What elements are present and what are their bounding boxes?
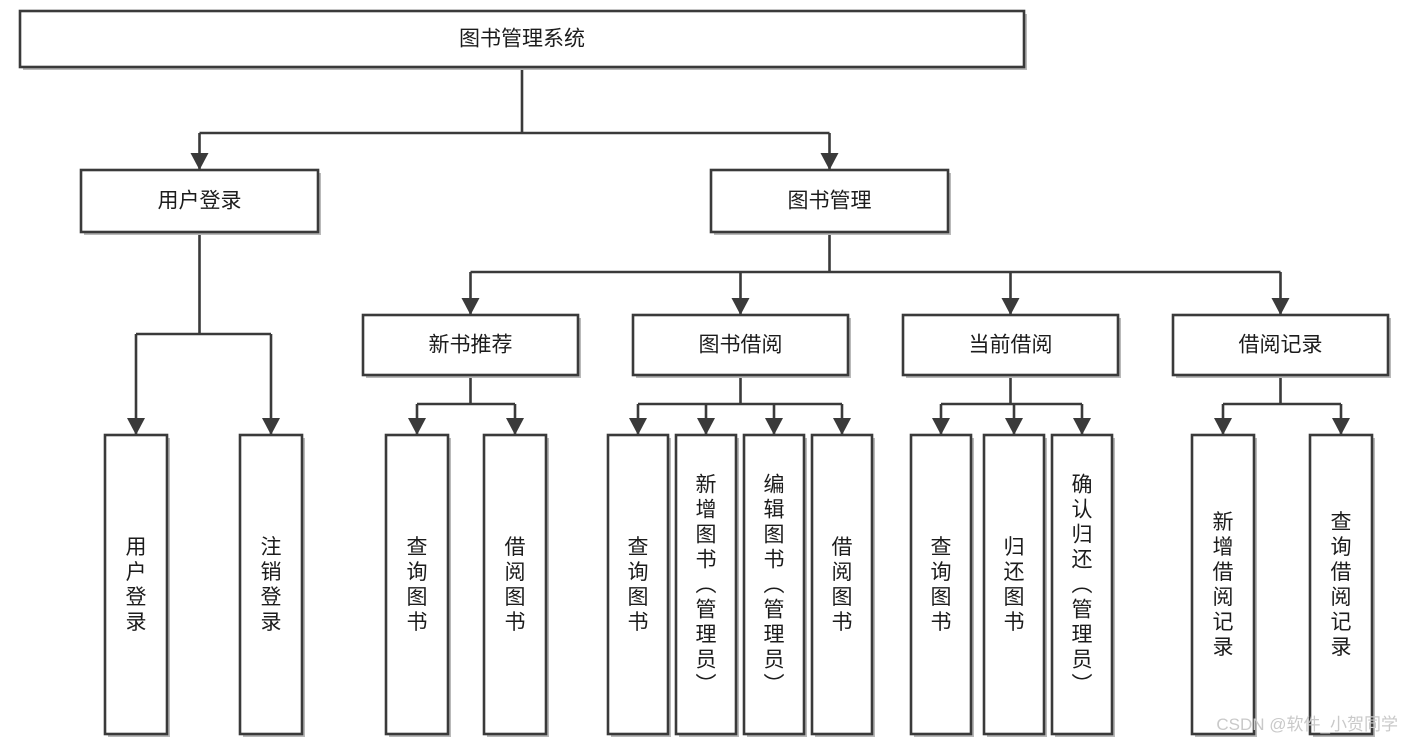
node-box [1308,433,1374,736]
node-cb-query-book[interactable]: 查询图书 [909,433,974,737]
arrow-head-icon [820,153,839,170]
arrow-head-icon [932,418,950,435]
node-book-borrow[interactable]: 图书借阅 [631,313,851,378]
arrow-head-icon [1005,418,1023,435]
node-label: 新书推荐 [429,334,513,357]
arrow-head-icon [127,418,145,435]
node-bb-borrow-book[interactable]: 借阅图书 [810,433,875,737]
arrow-head-icon [731,298,750,315]
arrow-head-icon [1271,298,1290,315]
node-layer: 图书管理系统用户登录用户登录注销登录图书管理新书推荐查询图书借阅图书图书借阅查询… [18,9,1391,737]
node-borrow-record[interactable]: 借阅记录 [1171,313,1391,378]
node-label: 图书借阅 [699,334,783,357]
node-box [631,313,850,377]
node-br-add-record[interactable]: 新增借阅记录 [1190,433,1257,737]
node-box [674,433,738,736]
node-box [361,313,580,377]
node-nbr-borrow-book[interactable]: 借阅图书 [482,433,549,737]
arrow-head-icon [697,418,715,435]
node-current-borrow[interactable]: 当前借阅 [901,313,1121,378]
node-box [810,433,874,736]
node-label: 确认归还︵管理员︶ [1072,474,1093,697]
arrow-head-icon [1332,418,1350,435]
node-box [103,433,169,736]
node-label: 图书管理 [788,190,872,213]
node-label: 借阅图书 [505,536,526,634]
node-label: 新增借阅记录 [1213,511,1234,659]
node-box [79,168,320,234]
node-bb-edit-book[interactable]: 编辑图书︵管理员︶ [742,433,807,737]
node-label: 归还图书 [1004,536,1025,634]
node-label: 查询图书 [628,536,649,634]
csdn-watermark: CSDN @软件_小贺同学 [1216,715,1398,734]
node-box [1171,313,1390,377]
node-label: 注销登录 [261,536,282,634]
node-box [384,433,450,736]
node-box [1050,433,1114,736]
node-user-logout[interactable]: 注销登录 [238,433,305,737]
node-cb-return-book[interactable]: 归还图书 [982,433,1047,737]
arrow-head-icon [765,418,783,435]
node-label: 借阅图书 [832,536,853,634]
node-user-login-do[interactable]: 用户登录 [103,433,170,737]
node-box [18,9,1026,69]
node-box [901,313,1120,377]
node-label: 查询图书 [407,536,428,634]
node-label: 借阅记录 [1239,334,1323,357]
node-bb-query-book[interactable]: 查询图书 [606,433,671,737]
node-book-manage[interactable]: 图书管理 [709,168,951,235]
arrow-head-icon [461,298,480,315]
arrow-head-icon [833,418,851,435]
node-label: 查询借阅记录 [1331,511,1352,659]
node-box [482,433,548,736]
node-br-query-record[interactable]: 查询借阅记录 [1308,433,1375,737]
node-box [709,168,950,234]
node-new-book-recommend[interactable]: 新书推荐 [361,313,581,378]
arrow-head-icon [262,418,280,435]
node-box [742,433,806,736]
watermark-layer: CSDN @软件_小贺同学 [1216,715,1398,734]
node-nbr-query-book[interactable]: 查询图书 [384,433,451,737]
node-label: 用户登录 [126,536,147,634]
node-root[interactable]: 图书管理系统 [18,9,1027,70]
arrow-head-icon [1214,418,1232,435]
arrow-head-icon [629,418,647,435]
arrow-head-icon [1001,298,1020,315]
node-box [238,433,304,736]
node-cb-confirm-return[interactable]: 确认归还︵管理员︶ [1050,433,1115,737]
node-label: 当前借阅 [969,334,1053,357]
node-box [909,433,973,736]
node-label: 新增图书︵管理员︶ [696,474,717,697]
arrow-head-icon [1073,418,1091,435]
node-user-login[interactable]: 用户登录 [79,168,321,235]
node-box [1190,433,1256,736]
node-label: 图书管理系统 [459,28,585,51]
node-box [606,433,670,736]
node-label: 编辑图书︵管理员︶ [764,474,785,697]
arrow-head-icon [408,418,426,435]
arrow-head-icon [506,418,524,435]
node-bb-add-book[interactable]: 新增图书︵管理员︶ [674,433,739,737]
node-label: 查询图书 [931,536,952,634]
node-box [982,433,1046,736]
arrow-head-icon [190,153,209,170]
connector-layer [127,67,1350,435]
node-label: 用户登录 [158,190,242,213]
